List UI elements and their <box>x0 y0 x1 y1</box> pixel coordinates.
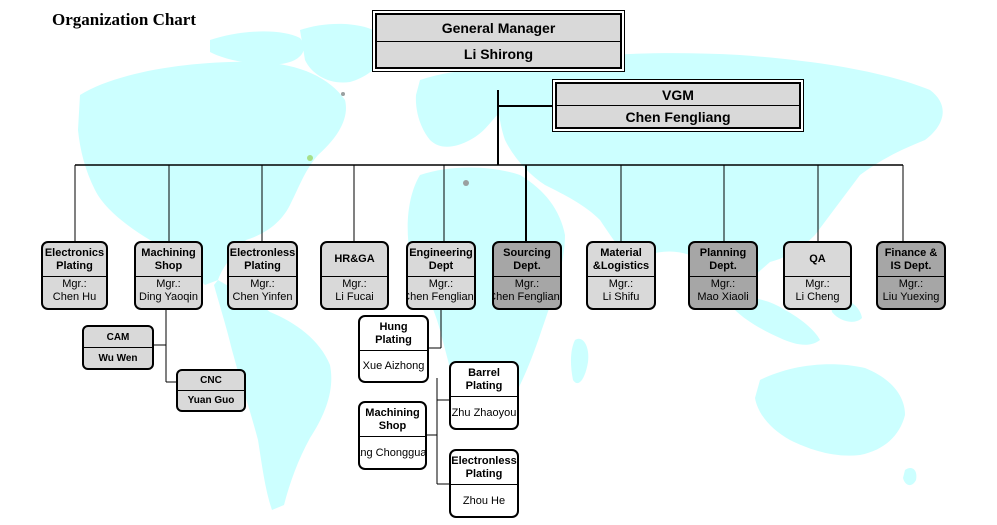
dept-mgr-label: Mgr.: <box>608 278 634 290</box>
vgm-name: Chen Fengliang <box>557 105 799 127</box>
dept-engineering[interactable]: Engineering Dept Mgr.:Chen Fengliang <box>406 241 476 310</box>
dept-name: QA <box>785 243 850 277</box>
dept-mgr-label: Mgr.: <box>805 278 830 290</box>
sub-person: Xue Aizhong <box>362 360 425 372</box>
sub-name: Machining Shop <box>360 403 425 437</box>
dept-name: Engineering Dept <box>408 243 474 277</box>
dept-manager: Li Fucai <box>335 291 374 303</box>
dept-sourcing[interactable]: Sourcing Dept. Mgr.:Chen Fengliang <box>492 241 562 310</box>
dept-name: Material &Logistics <box>588 243 654 277</box>
sub-person: Jiang Chongguang <box>360 446 427 459</box>
dept-manager: Ding Yaoqin <box>139 291 198 303</box>
sub-cnc[interactable]: CNC Yuan Guo <box>176 369 246 412</box>
dept-mgr-label: Mgr.: <box>342 278 367 290</box>
vgm-title: VGM <box>662 86 694 103</box>
dept-mgr-label: Mgr.: <box>62 278 87 290</box>
dept-hr-ga[interactable]: HR&GA Mgr.:Li Fucai <box>320 241 389 310</box>
sub-hung-plating[interactable]: Hung Plating Xue Aizhong <box>358 315 429 383</box>
dept-manager: Chen Hu <box>52 291 97 303</box>
dept-name: Finance & IS Dept. <box>878 243 944 277</box>
dept-qa[interactable]: QA Mgr.:Li Cheng <box>783 241 852 310</box>
dept-manager: Li Cheng <box>795 291 840 303</box>
dept-manager: Chen Fengliang <box>406 291 476 303</box>
sub-barrel-plating[interactable]: Barrel Plating Zhu Zhaoyou <box>449 361 519 430</box>
sub-person: Wu Wen <box>98 352 138 364</box>
dept-name: HR&GA <box>322 243 387 277</box>
chart-title: Organization Chart <box>52 10 197 29</box>
dept-electronics-plating[interactable]: Electronics Plating Mgr.:Chen Hu <box>41 241 108 310</box>
sub-name: CAM <box>84 327 152 348</box>
dept-name: Sourcing Dept. <box>494 243 560 277</box>
sub-person: Zhu Zhaoyou <box>451 406 517 419</box>
sub-person: Yuan Guo <box>187 395 235 406</box>
sub-electronless-plating[interactable]: Electronless Plating Zhou He <box>449 449 519 518</box>
general-manager-box[interactable]: General Manager Li Shirong <box>372 10 625 72</box>
dept-mgr-label: Mgr.: <box>898 278 924 290</box>
dept-finance-is[interactable]: Finance & IS Dept. Mgr.:Liu Yuexing <box>876 241 946 310</box>
sub-name: CNC <box>178 371 244 391</box>
dept-mgr-label: Mgr.: <box>514 278 540 290</box>
dept-manager: Chen Yinfen <box>232 291 293 303</box>
dept-manager: Mao Xiaoli <box>697 291 749 303</box>
dept-manager: Liu Yuexing <box>882 291 940 303</box>
dept-planning[interactable]: Planning Dept. Mgr.:Mao Xiaoli <box>688 241 758 310</box>
dept-machining-shop[interactable]: Machining Shop Mgr.:Ding Yaoqin <box>134 241 203 310</box>
sub-machining-shop[interactable]: Machining Shop Jiang Chongguang <box>358 401 427 470</box>
dept-name: Planning Dept. <box>690 243 756 277</box>
dept-material-logistics[interactable]: Material &Logistics Mgr.:Li Shifu <box>586 241 656 310</box>
dept-name: Machining Shop <box>136 243 201 277</box>
sub-name: Hung Plating <box>360 317 427 351</box>
dept-mgr-label: Mgr.: <box>428 278 454 290</box>
dept-manager: Chen Fengliang <box>492 291 562 303</box>
sub-cam[interactable]: CAM Wu Wen <box>82 325 154 370</box>
sub-name: Barrel Plating <box>451 363 517 397</box>
dept-mgr-label: Mgr.: <box>710 278 736 290</box>
dept-manager: Li Shifu <box>602 291 640 303</box>
gm-title: General Manager <box>441 19 556 36</box>
gm-name: Li Shirong <box>377 40 620 68</box>
dept-mgr-label: Mgr.: <box>156 278 181 290</box>
vgm-box[interactable]: VGM Chen Fengliang <box>552 79 804 132</box>
sub-name: Electronless Plating <box>451 451 517 485</box>
dept-electronless-plating[interactable]: Electronless Plating Mgr.:Chen Yinfen <box>227 241 298 310</box>
dept-name: Electronics Plating <box>43 243 106 277</box>
sub-person: Zhou He <box>462 494 506 507</box>
dept-name: Electronless Plating <box>229 243 296 277</box>
dept-mgr-label: Mgr.: <box>250 278 275 290</box>
